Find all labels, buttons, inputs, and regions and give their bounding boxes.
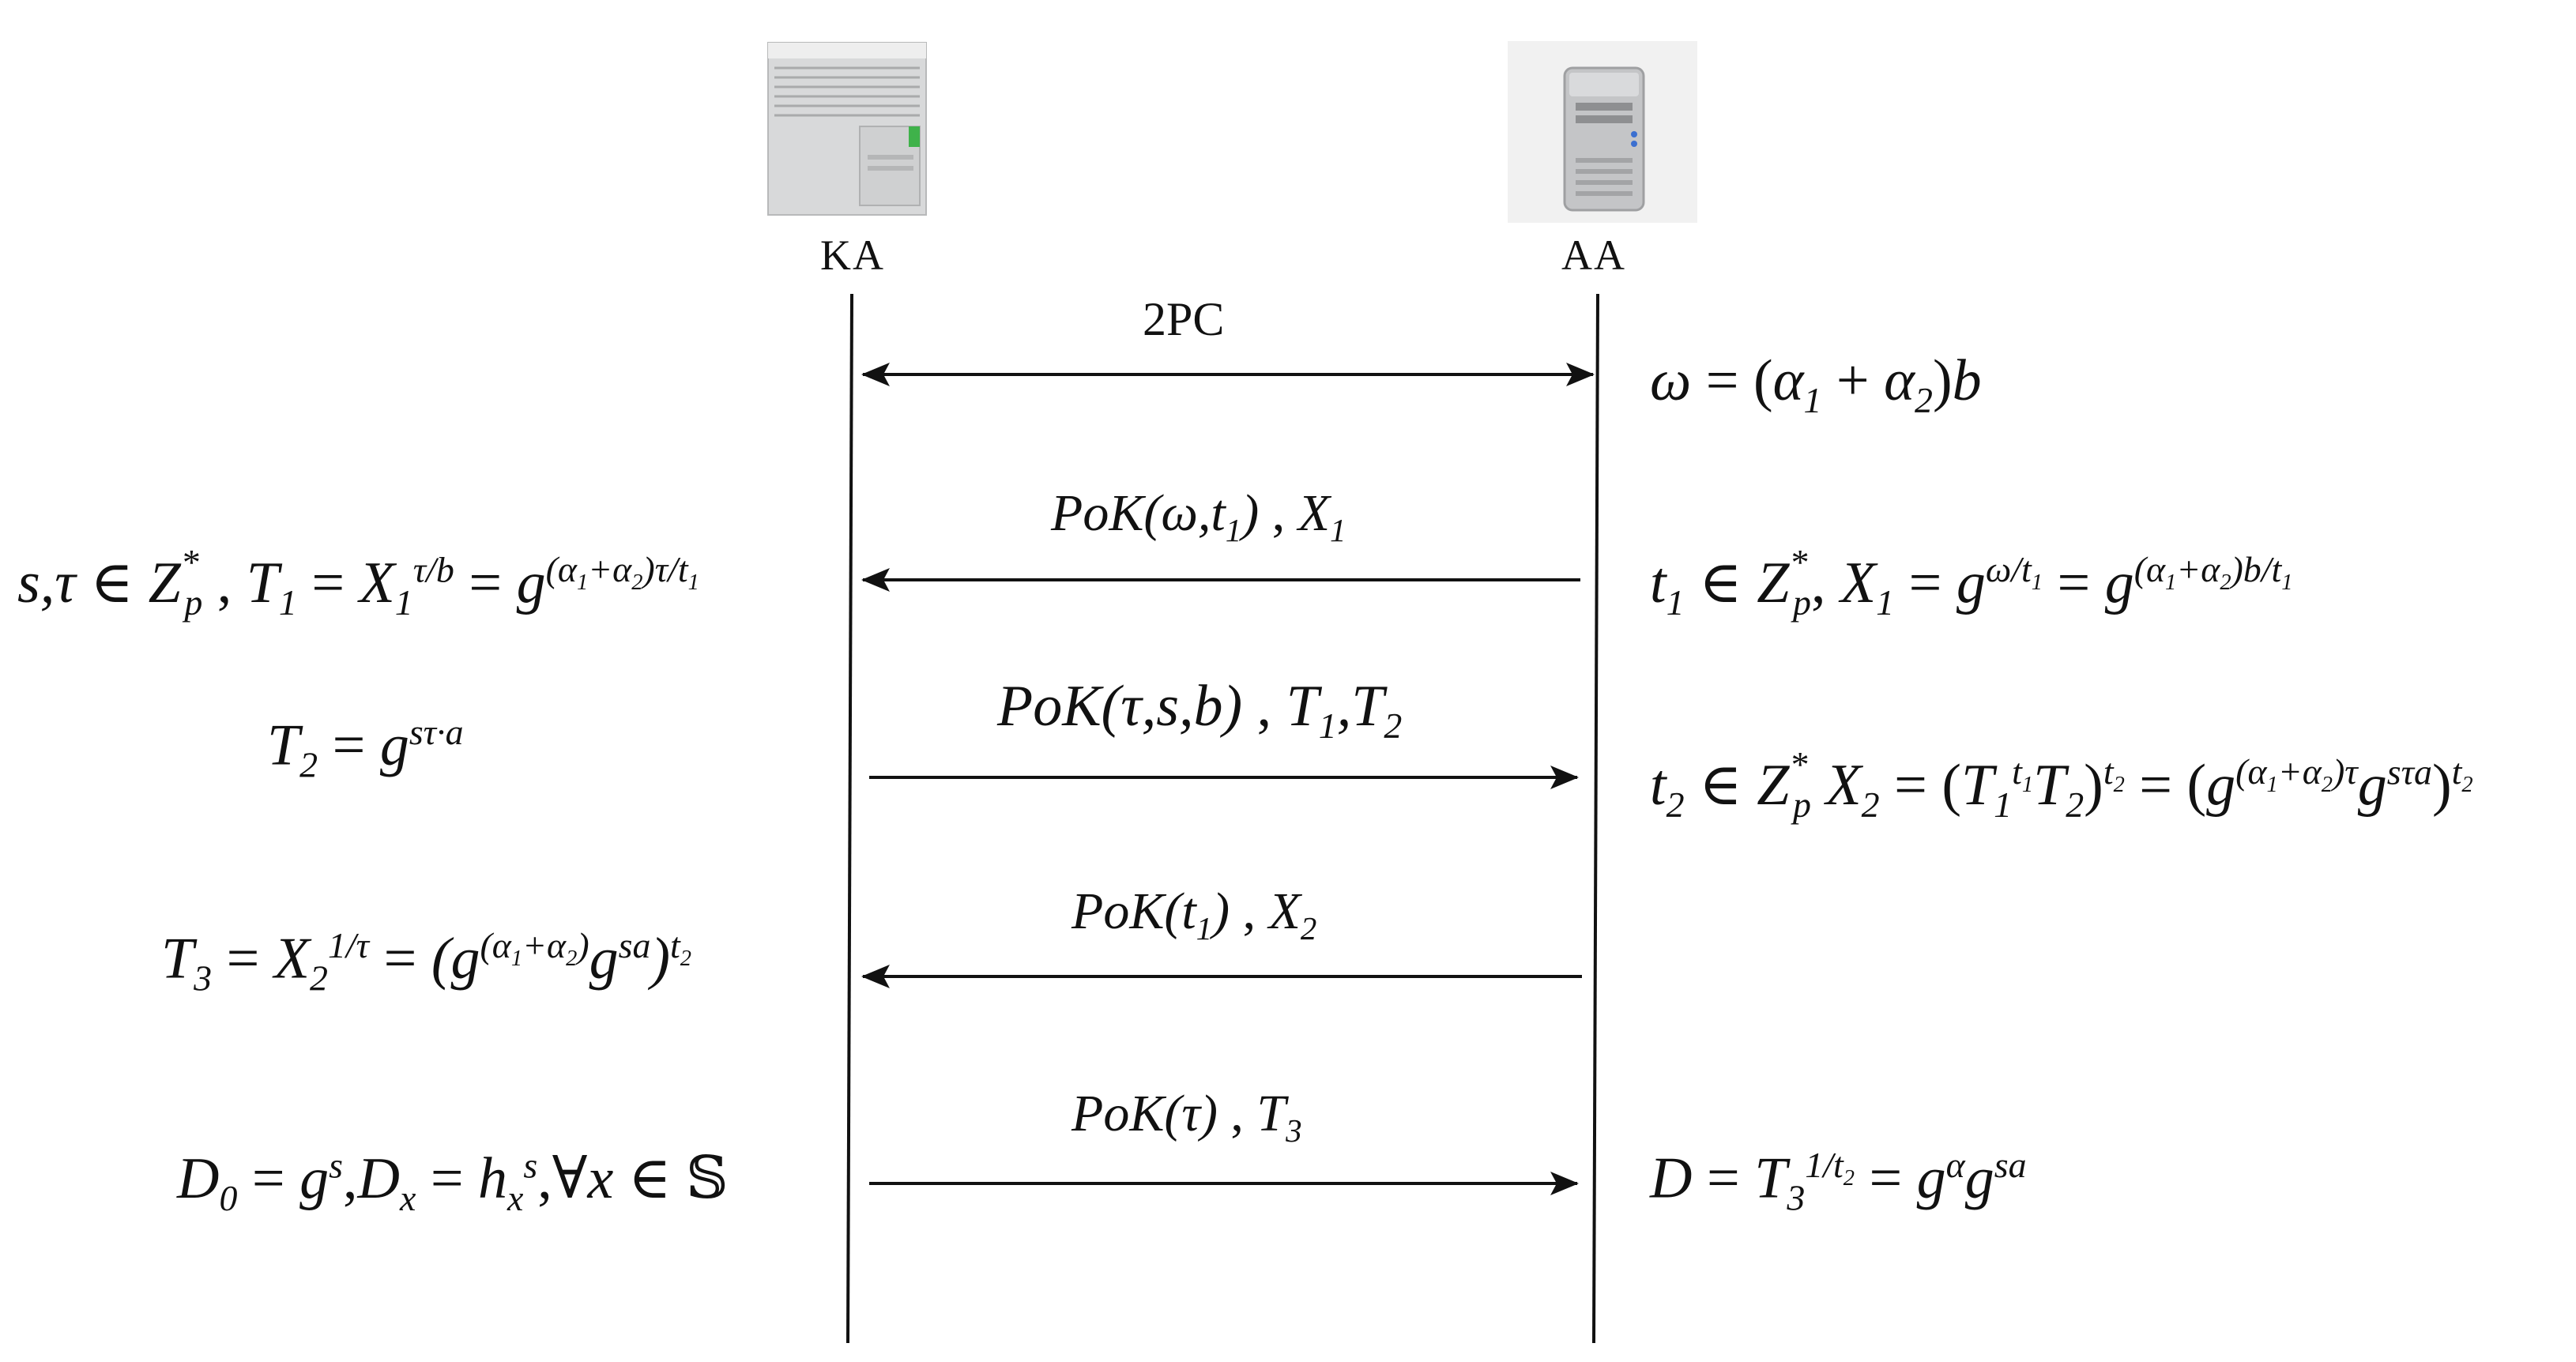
aa-server-icon bbox=[1508, 41, 1697, 223]
aa-equation-3: t2 ∈ Z*p X2 = (T1t1T2)t2 = (g(α1+α2)τgsτ… bbox=[1650, 744, 2473, 825]
ka-equation-4: D0 = gs,Dx = hxs,∀x ∈ 𝕊 bbox=[177, 1145, 729, 1218]
ka-lifeline bbox=[846, 293, 853, 1344]
aa-equation-2: t1 ∈ Z*p, X1 = gω/t1 = g(α1+α2)b/t1 bbox=[1650, 542, 2293, 623]
aa-equation-1: ω = (α1 + α2)b bbox=[1650, 348, 1982, 420]
aa-equation-4: D = T31/t2 = gαgsa bbox=[1650, 1145, 2027, 1218]
message-label-m3: PoK(t1) , X2 bbox=[1071, 882, 1317, 947]
message-label-m0: 2PC bbox=[1143, 293, 1225, 345]
ka-server-icon bbox=[767, 42, 927, 216]
ka-equation-2: T2 = gsτ·a bbox=[267, 712, 464, 785]
message-label-m4: PoK(τ) , T3 bbox=[1071, 1085, 1302, 1149]
aa-lifeline bbox=[1592, 293, 1599, 1344]
message-label-m2: PoK(τ,s,b) , T1,T2 bbox=[997, 674, 1403, 746]
aa-label: AA bbox=[1561, 231, 1626, 279]
ka-label: KA bbox=[820, 231, 885, 279]
ka-equation-3: T3 = X21/τ = (g(α1+α2)gsa)t2 bbox=[161, 925, 692, 999]
ka-equation-1: s,τ ∈ Z*p , T1 = X1τ/b = g(α1+α2)τ/t1 bbox=[17, 542, 699, 623]
message-label-m1: PoK(ω,t1) , X1 bbox=[1051, 484, 1346, 549]
